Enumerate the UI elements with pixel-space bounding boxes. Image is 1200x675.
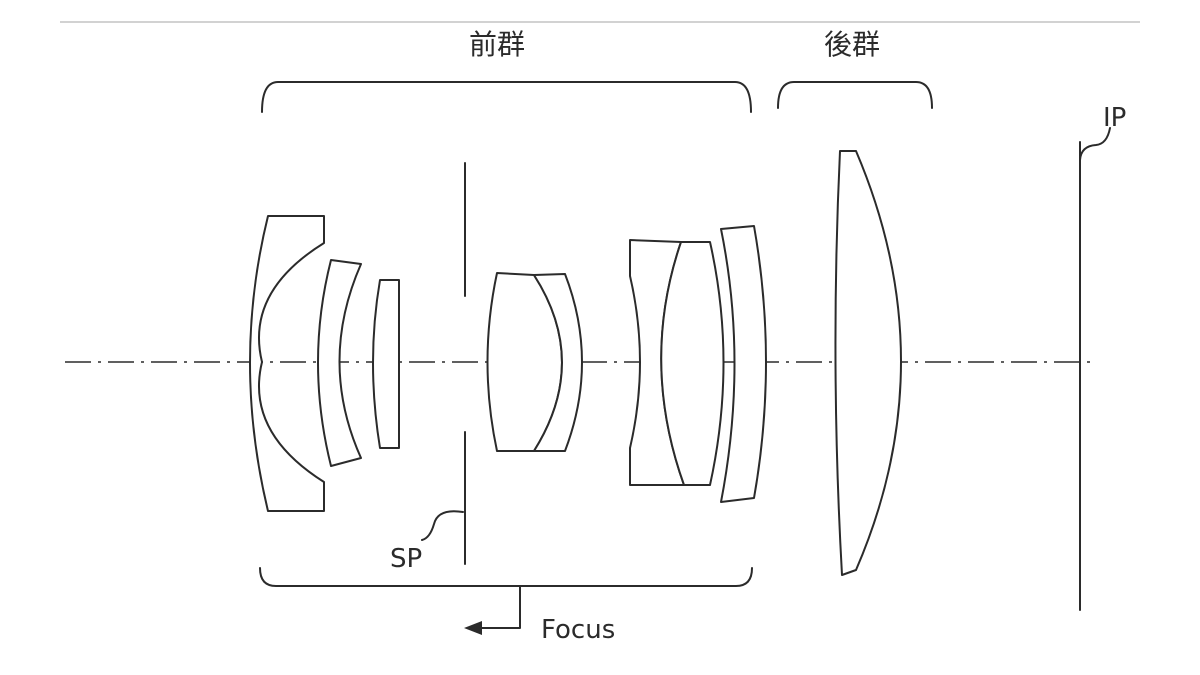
front-group-label: 前群	[469, 28, 525, 61]
rear-group-label: 後群	[824, 28, 880, 61]
lens-l7	[660, 241, 725, 486]
aperture-stop-label: SP	[390, 544, 422, 574]
lens-rear	[834, 150, 902, 576]
aperture-stop-leader	[421, 510, 464, 541]
lens-l1	[249, 215, 325, 512]
lens-l2	[317, 259, 362, 467]
rear-group-bracket	[777, 81, 933, 109]
lens-l8	[720, 225, 767, 503]
focus-label: Focus	[541, 615, 615, 645]
image-plane-leader	[1079, 127, 1111, 161]
focus-group-bracket	[259, 567, 753, 587]
focus-arrowhead	[464, 621, 482, 635]
image-plane-label: IP	[1103, 103, 1126, 133]
lens-l3	[372, 279, 400, 449]
focus-arrow	[473, 585, 521, 629]
front-group-bracket	[261, 81, 752, 113]
lens-l5	[533, 273, 583, 452]
